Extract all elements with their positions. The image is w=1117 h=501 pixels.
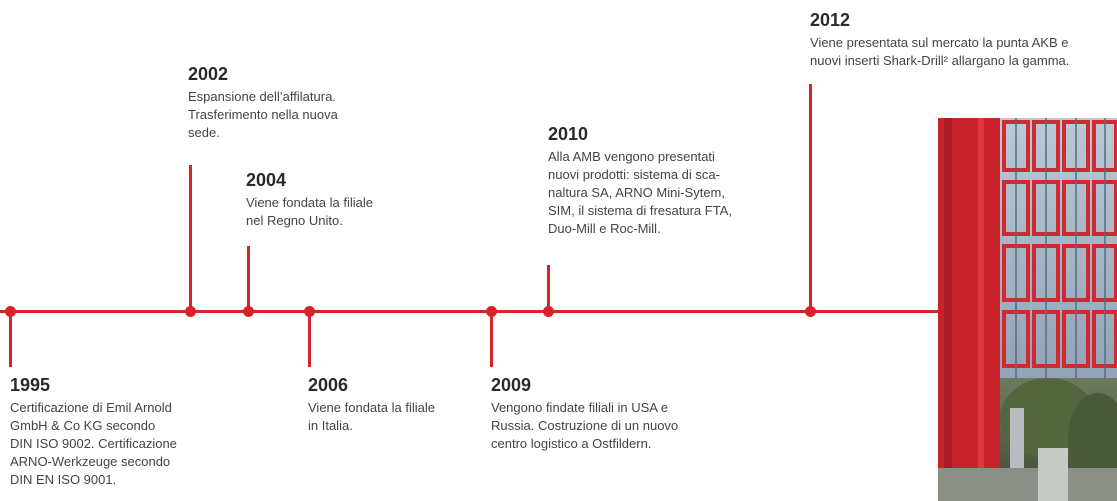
timeline-dot-2012 (805, 306, 816, 317)
event-1995: 1995 Certificazione di Emil Arnold GmbH … (10, 375, 230, 489)
timeline-axis (0, 310, 940, 313)
event-year: 1995 (10, 375, 51, 395)
timeline-dot-2002 (185, 306, 196, 317)
timeline-connector-2012 (809, 84, 812, 311)
event-year: 2012 (810, 10, 851, 30)
timeline-connector-1995 (9, 311, 12, 367)
event-description: Espansione dell’affilatura. Trasferiment… (188, 89, 338, 140)
event-2002: 2002 Espansione dell’affilatura. Trasfer… (188, 64, 378, 142)
event-year: 2004 (246, 170, 287, 190)
event-description: Viene fondata la filiale in Italia. (308, 400, 435, 433)
timeline-connector-2009 (490, 311, 493, 367)
event-description: Alla AMB vengono presentati nuovi prodot… (548, 149, 732, 236)
event-2012: 2012 Viene presentata sul mercato la pun… (810, 10, 1115, 70)
event-description: Viene fondata la filiale nel Regno Unito… (246, 195, 373, 228)
timeline-connector-2004 (247, 246, 250, 311)
event-description: Certificazione di Emil Arnold GmbH & Co … (10, 400, 177, 487)
building-photo (938, 118, 1117, 501)
event-description: Vengono findate filiali in USA e Russia.… (491, 400, 679, 451)
timeline-connector-2002 (189, 165, 192, 311)
event-2004: 2004 Viene fondata la filiale nel Regno … (246, 170, 436, 230)
event-2010: 2010 Alla AMB vengono presentati nuovi p… (548, 124, 788, 238)
event-description: Viene presentata sul mercato la punta AK… (810, 35, 1070, 68)
timeline-connector-2006 (308, 311, 311, 367)
event-year: 2010 (548, 124, 589, 144)
timeline-connector-2010 (547, 265, 550, 311)
event-2009: 2009 Vengono findate filiali in USA e Ru… (491, 375, 731, 453)
timeline-dot-2010 (543, 306, 554, 317)
event-2006: 2006 Viene fondata la filiale in Italia. (308, 375, 498, 435)
event-year: 2002 (188, 64, 229, 84)
timeline-dot-2004 (243, 306, 254, 317)
event-year: 2009 (491, 375, 532, 395)
event-year: 2006 (308, 375, 349, 395)
